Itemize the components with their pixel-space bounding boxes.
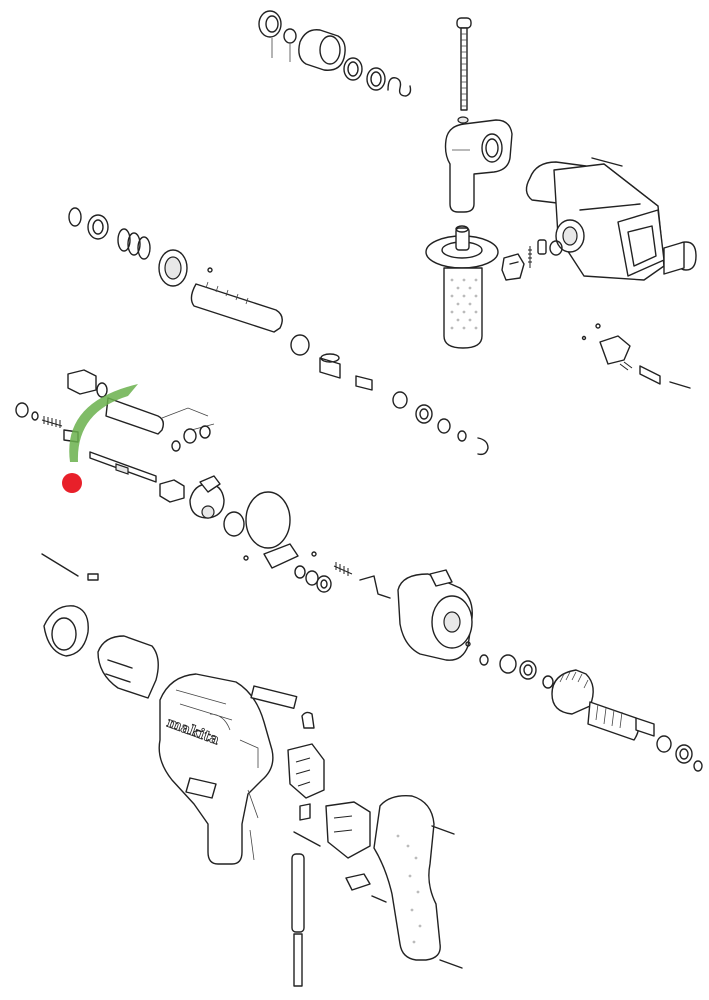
clutch-gear-group xyxy=(189,475,391,599)
piston-spindle-group xyxy=(15,369,215,503)
intermediate-shaft-group xyxy=(68,207,489,456)
motor-armature-group xyxy=(397,569,703,772)
stator-group xyxy=(41,553,159,699)
red-marker-annotation xyxy=(62,473,82,493)
motor-housing-group: makita xyxy=(158,673,325,865)
tool-holder-seals-group xyxy=(258,10,412,97)
side-handle-group xyxy=(425,17,547,349)
gear-housing-group xyxy=(525,157,697,281)
rotation-arrow-annotation xyxy=(69,384,138,462)
handle-switch-group xyxy=(291,795,463,987)
lock-plate-group xyxy=(581,323,691,389)
